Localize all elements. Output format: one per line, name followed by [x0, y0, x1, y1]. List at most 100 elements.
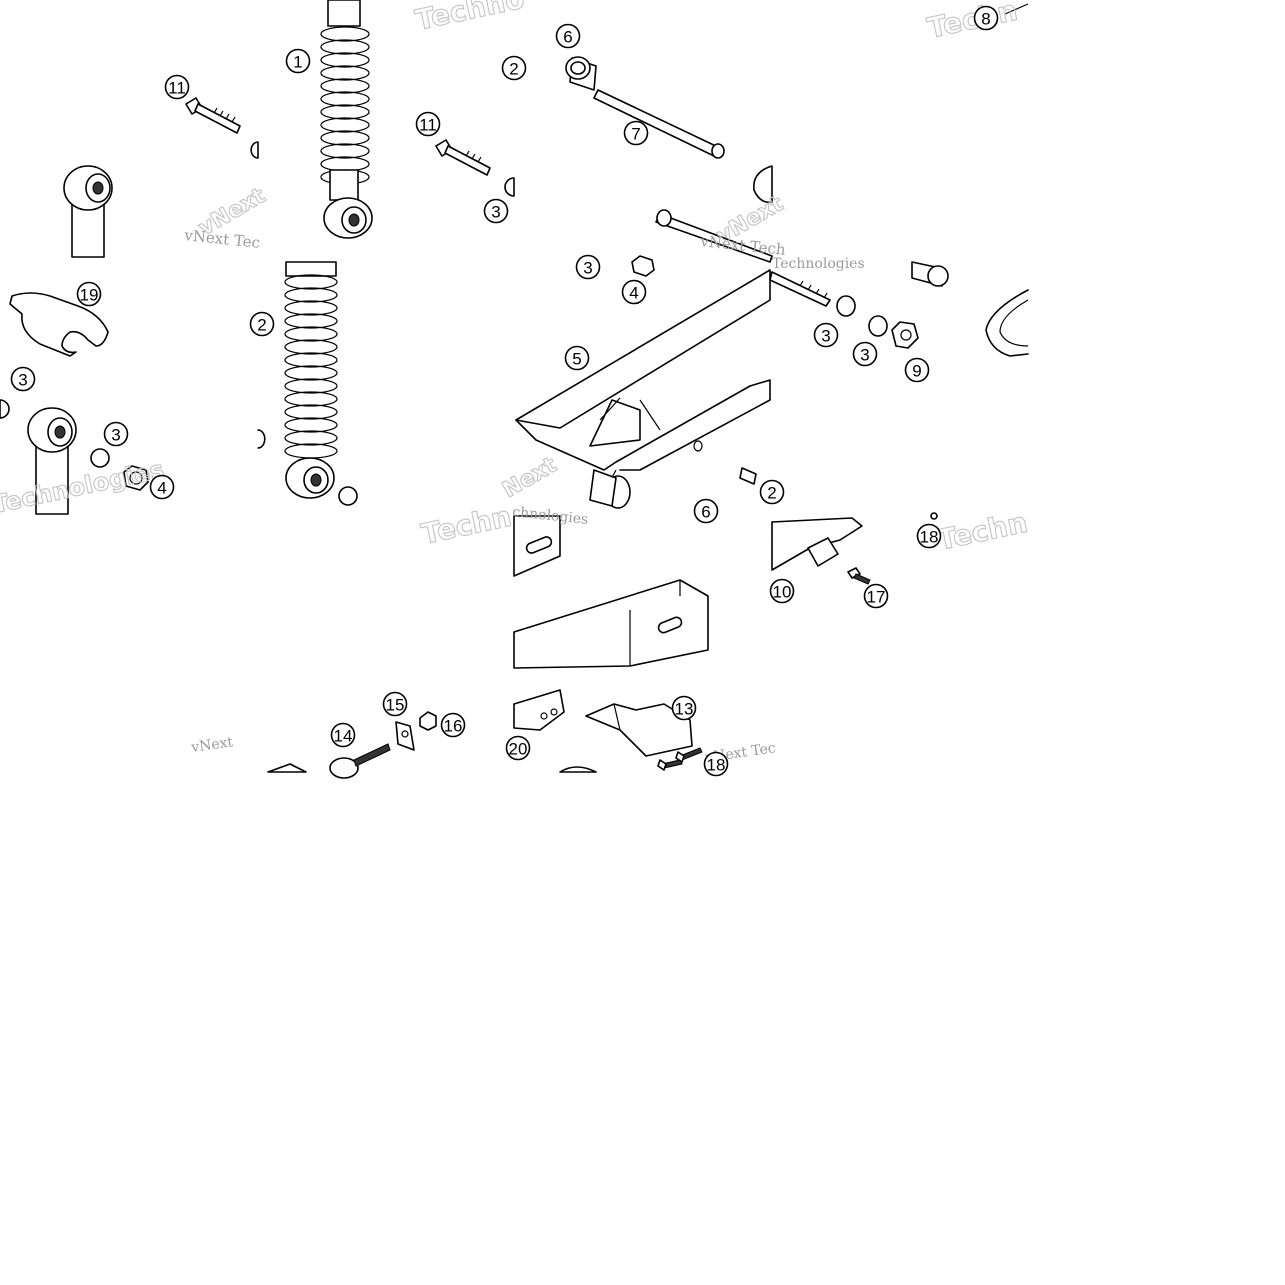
watermark-ghost-next: Next — [499, 452, 562, 503]
callout-label: 2 — [767, 484, 776, 503]
bracket-partial — [267, 763, 307, 773]
callout-6: 6 — [555, 23, 581, 49]
bushing-6 — [565, 56, 597, 91]
callout-4: 4 — [621, 279, 647, 305]
callout-9: 9 — [904, 357, 930, 383]
bolt-11-left — [185, 97, 241, 134]
callout-label: 3 — [111, 426, 120, 445]
hub-partial — [559, 766, 597, 773]
nut-9 — [891, 321, 919, 349]
callout-label: 13 — [675, 700, 694, 719]
callout-15: 15 — [382, 691, 408, 717]
callout-label: 5 — [572, 350, 581, 369]
watermark-vnext-small: vNext — [189, 734, 234, 756]
callout-label: 11 — [419, 116, 437, 135]
callout-14: 14 — [330, 722, 356, 748]
callout-2: 2 — [501, 55, 527, 81]
nut-4-top — [631, 255, 655, 277]
spring-coil — [284, 365, 338, 381]
callout-8: 8 — [973, 5, 999, 31]
callout-label: 6 — [563, 28, 572, 47]
shock-absorber-spring-2 — [284, 261, 338, 499]
callout-label: 14 — [334, 727, 353, 746]
callout-10: 10 — [769, 578, 795, 604]
spring-coil — [284, 443, 338, 459]
axle-spindle — [655, 209, 773, 263]
washer-partial — [504, 177, 515, 197]
callout-label: 16 — [444, 717, 463, 736]
swingarm-5 — [515, 269, 771, 509]
spring-coil — [284, 300, 338, 316]
callout-label: 8 — [981, 10, 990, 29]
spring-coil — [284, 391, 338, 407]
chain-slider — [985, 289, 1029, 357]
spanner-wrench-19 — [9, 292, 109, 357]
callout-1: 1 — [285, 48, 311, 74]
watermark-technologies: Technologies — [772, 256, 865, 272]
callout-label: 18 — [707, 756, 726, 775]
screw-17 — [847, 567, 871, 585]
callout-label: 3 — [821, 327, 830, 346]
callout-3: 3 — [103, 421, 129, 447]
spring-coil — [284, 287, 338, 303]
watermark-technologies-left: Technologies — [0, 455, 167, 519]
callout-label: 1 — [293, 53, 302, 72]
spring-coil — [320, 65, 370, 81]
washer-3-a — [836, 295, 856, 317]
callout-label: 6 — [701, 503, 710, 522]
spring-coil — [284, 352, 338, 368]
washer-left-edge — [0, 399, 10, 419]
nut-4 — [123, 465, 149, 491]
spring-coil — [284, 430, 338, 446]
bolt-11-center — [435, 139, 491, 176]
spring-coil — [284, 326, 338, 342]
callout-label: 4 — [629, 284, 638, 303]
callout-20: 20 — [505, 735, 531, 761]
spring-coil — [284, 339, 338, 355]
callout-label: 20 — [509, 740, 528, 759]
spring-coil — [284, 313, 338, 329]
pin-7 — [593, 89, 725, 159]
callout-label: 10 — [773, 583, 792, 602]
spring-coil — [320, 26, 370, 42]
spring-coil — [320, 104, 370, 120]
spring-coil — [320, 52, 370, 68]
callout-19: 19 — [76, 281, 102, 307]
callout-11: 11 — [415, 111, 441, 137]
callout-label: 9 — [912, 362, 921, 381]
spring-coil — [320, 130, 370, 146]
spring-coil — [284, 378, 338, 394]
spring-coil — [320, 143, 370, 159]
callout-3: 3 — [10, 366, 36, 392]
callout-label: 7 — [631, 125, 640, 144]
bracket-edge — [1004, 3, 1029, 15]
callout-label: 15 — [386, 696, 405, 715]
swingarm-frame-section — [513, 515, 709, 757]
spring-coil — [284, 417, 338, 433]
watermark-techn-lower-right: Techn — [935, 506, 1031, 557]
callout-2: 2 — [759, 479, 785, 505]
callout-13: 13 — [671, 695, 697, 721]
bushing-partial — [753, 165, 773, 204]
callout-3: 3 — [483, 198, 509, 224]
callout-label: 3 — [18, 371, 27, 390]
spring-coil — [284, 274, 338, 290]
callout-5: 5 — [564, 345, 590, 371]
stud-14 — [329, 743, 391, 779]
shock-absorber-upper-mount — [27, 407, 77, 515]
washer-edge-left — [257, 429, 266, 449]
washer-row2 — [338, 486, 358, 506]
callout-3: 3 — [575, 254, 601, 280]
callout-label: 3 — [583, 259, 592, 278]
callout-18: 18 — [703, 751, 729, 777]
callout-7: 7 — [623, 120, 649, 146]
callout-label: 3 — [491, 203, 500, 222]
shock-absorber-lower-mount — [63, 165, 113, 258]
callout-17: 17 — [863, 583, 889, 609]
callout-4: 4 — [149, 474, 175, 500]
callout-label: 17 — [867, 588, 886, 607]
callout-label: 18 — [920, 528, 939, 547]
bolts-18 — [657, 747, 703, 771]
clip-15 — [395, 721, 415, 751]
